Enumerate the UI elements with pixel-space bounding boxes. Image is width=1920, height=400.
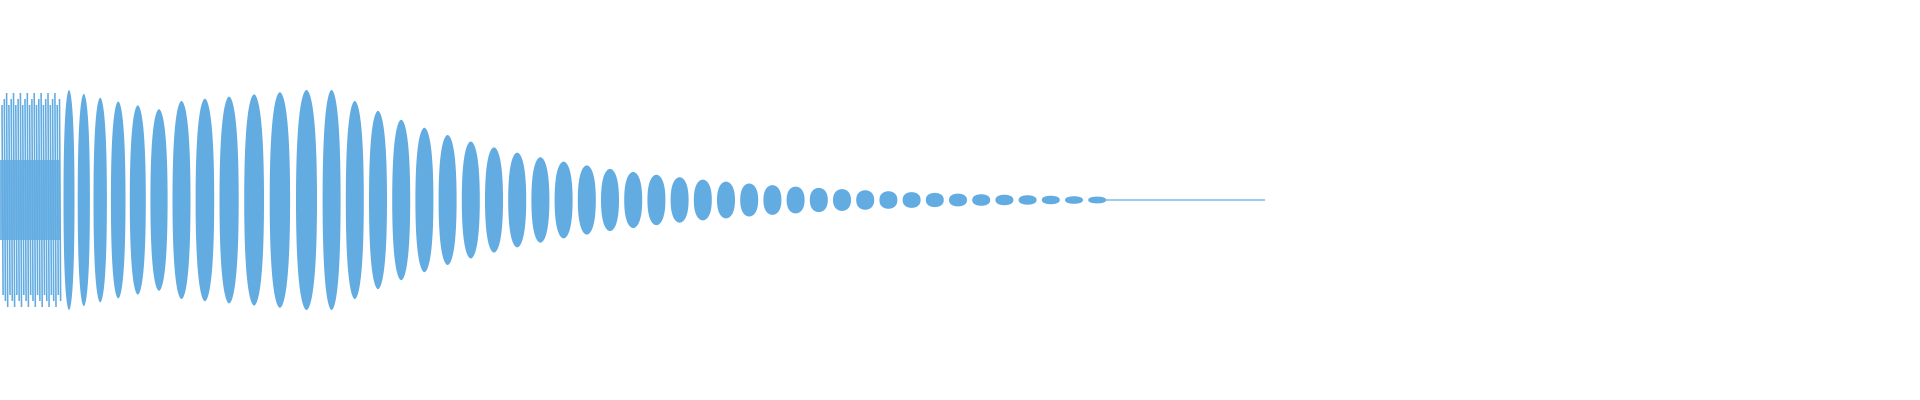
waveform-lobe <box>438 135 457 265</box>
waveform-lobe <box>786 186 805 214</box>
waveform-lobe <box>345 101 364 299</box>
waveform-dense-start <box>0 92 62 308</box>
waveform-lobe <box>129 105 146 295</box>
waveform-lobe <box>244 94 264 306</box>
waveform-lobe <box>93 97 107 303</box>
waveform-lobe <box>1088 196 1107 204</box>
waveform-lobe <box>461 141 480 259</box>
waveform-lobe <box>531 157 550 243</box>
waveform-lobe <box>902 192 921 208</box>
waveform-lobe <box>1018 195 1037 205</box>
waveform-lobe <box>624 172 643 228</box>
waveform-lobe <box>693 179 712 221</box>
waveform-lobe <box>172 101 191 299</box>
waveform-lobe <box>670 177 689 223</box>
waveform-lobe <box>601 168 619 232</box>
waveform-lobe <box>833 189 851 211</box>
waveform-lobe <box>740 183 759 217</box>
waveform-lobes <box>63 90 1265 310</box>
waveform-lobe <box>508 152 527 248</box>
waveform-lobe <box>949 193 967 207</box>
waveform-lobe <box>150 109 168 291</box>
waveform-lobe <box>647 174 666 226</box>
waveform-lobe <box>485 147 503 253</box>
waveform-lobe <box>195 98 215 302</box>
waveform-lobe <box>296 90 317 310</box>
waveform-lobe <box>219 96 239 304</box>
waveform-lobe <box>392 119 411 281</box>
waveform-lobe <box>269 92 291 308</box>
waveform-lobe <box>322 90 341 310</box>
waveform-lobe <box>415 127 434 273</box>
waveform-lobe <box>77 93 90 307</box>
waveform-lobe <box>717 181 735 219</box>
waveform-lobe <box>577 165 596 235</box>
waveform-lobe <box>925 192 944 208</box>
waveform-lobe <box>1065 196 1083 204</box>
waveform-lobe <box>995 194 1014 206</box>
waveform-lobe <box>1041 195 1060 205</box>
waveform-lobe <box>763 185 782 215</box>
waveform-lobe <box>972 194 991 206</box>
waveform-lobe <box>369 110 387 290</box>
waveform-lobe <box>879 191 898 209</box>
waveform-lobe <box>856 190 875 210</box>
waveform-dense-core <box>0 160 60 240</box>
waveform-lobe <box>554 161 573 239</box>
waveform-lobe <box>809 187 828 213</box>
waveform-lobe <box>110 101 126 299</box>
waveform-lobe <box>63 90 75 310</box>
